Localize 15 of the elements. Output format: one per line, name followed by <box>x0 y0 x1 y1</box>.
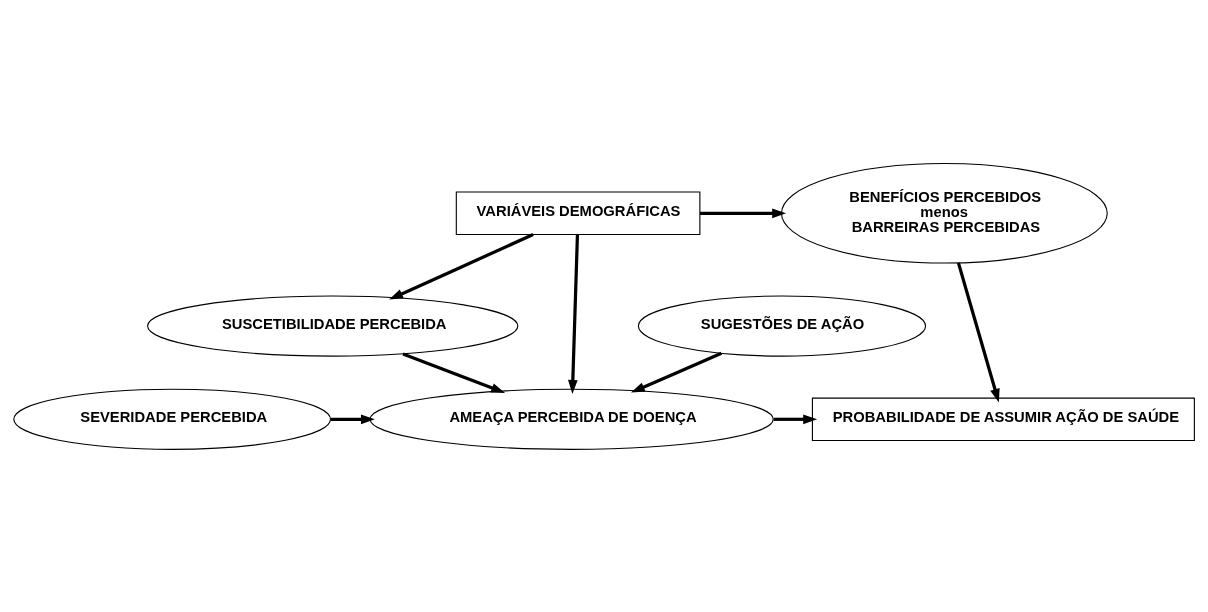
arrow <box>630 351 723 393</box>
node-box: PROBABILIDADE DE ASSUMIR AÇÃO DE SAÚDE <box>811 397 1195 441</box>
node-ellipse: SUGESTÕES DE AÇÃO <box>637 295 927 357</box>
arrow <box>956 261 1000 403</box>
node-box: VARIÁVEIS DEMOGRÁFICAS <box>455 191 701 235</box>
arrow <box>389 232 534 300</box>
arrow <box>402 351 506 393</box>
arrow <box>568 233 580 394</box>
node-ellipse: SUSCETIBILIDADE PERCEBIDA <box>147 295 519 357</box>
arrow <box>330 413 375 424</box>
node-ellipse: SEVERIDADE PERCEBIDA <box>13 388 332 450</box>
node-ellipse: AMEAÇA PERCEBIDA DE DOENÇA <box>369 388 774 450</box>
node-ellipse: BENEFÍCIOS PERCEBIDOS menos BARREIRAS PERCEBIDAS <box>780 162 1108 264</box>
arrow <box>700 207 787 218</box>
arrow <box>773 413 818 424</box>
